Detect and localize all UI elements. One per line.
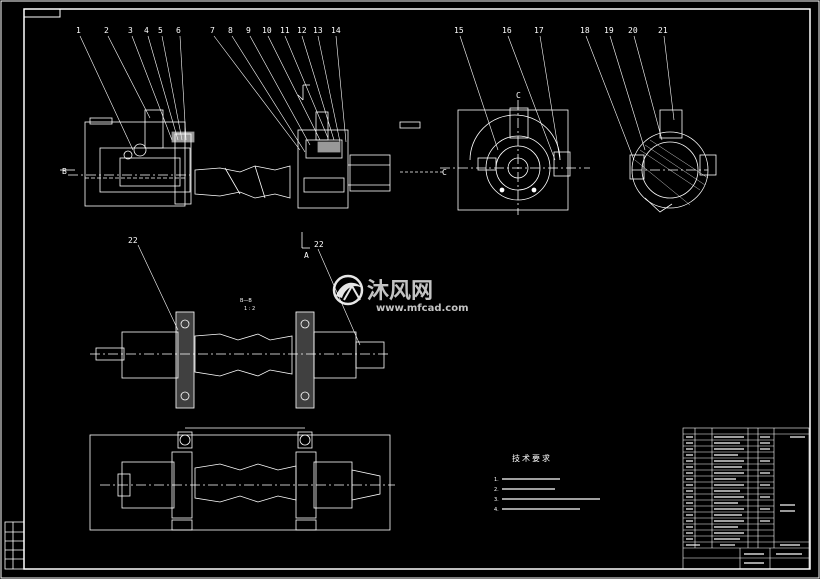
callout-19: 19 <box>604 26 614 35</box>
callout-22-right: 22 <box>314 240 324 249</box>
title-block-cell-marks <box>686 436 805 564</box>
callout-14: 14 <box>331 26 341 35</box>
callout-13: 13 <box>313 26 323 35</box>
section-view-bb <box>90 311 390 409</box>
section-view-round <box>629 109 717 213</box>
view-a-arrow <box>301 232 310 249</box>
callout-17: 17 <box>534 26 544 35</box>
watermark-logo-icon <box>332 274 364 306</box>
callout-leaders-lower <box>137 244 361 346</box>
callout-numbers: 1 2 3 4 5 6 7 8 9 10 11 12 13 14 15 16 1… <box>76 26 668 35</box>
notes-item-1: 1. <box>494 477 499 483</box>
callout-leaders-middle <box>459 35 561 161</box>
section-bb-scale: 1 : 2 <box>244 306 255 312</box>
code-box <box>23 8 61 18</box>
notes-item-4: 4. <box>494 507 499 513</box>
callout-22-left: 22 <box>128 236 138 245</box>
callout-2: 2 <box>104 26 109 35</box>
callout-1: 1 <box>76 26 81 35</box>
callout-15: 15 <box>454 26 464 35</box>
view-b-marker: B <box>62 167 67 176</box>
inner-frame <box>23 8 811 570</box>
side-view-c <box>440 100 590 215</box>
technical-notes: 技术要求 1. 2. 3. 4. <box>494 453 600 513</box>
watermark-brand: 沐风网 <box>367 279 433 304</box>
callout-5: 5 <box>158 26 163 35</box>
callout-7: 7 <box>210 26 215 35</box>
notes-item-2: 2. <box>494 487 499 493</box>
callout-9: 9 <box>246 26 251 35</box>
callout-6: 6 <box>176 26 181 35</box>
callout-18: 18 <box>580 26 590 35</box>
view-a-label: A <box>304 251 309 260</box>
callout-11: 11 <box>280 26 290 35</box>
callout-leaders-left <box>79 35 347 153</box>
callout-20: 20 <box>628 26 638 35</box>
top-left-assembly-view <box>60 109 445 209</box>
section-c-label: C <box>516 91 521 100</box>
callout-4: 4 <box>144 26 149 35</box>
section-bb-label: B—B <box>240 298 252 304</box>
left-binding-strip <box>4 521 25 570</box>
plan-view-bottom <box>89 427 395 531</box>
callout-16: 16 <box>502 26 512 35</box>
callout-leaders-right <box>585 35 675 161</box>
watermark-site: www.mfcad.com <box>376 303 469 314</box>
callout-3: 3 <box>128 26 133 35</box>
callout-10: 10 <box>262 26 272 35</box>
notes-item-3: 3. <box>494 497 499 503</box>
notes-title: 技术要求 <box>512 453 552 463</box>
callout-21: 21 <box>658 26 668 35</box>
title-block <box>682 427 810 570</box>
section-arrow-top <box>297 84 310 101</box>
callout-12: 12 <box>297 26 307 35</box>
watermark: 沐风网 www.mfcad.com <box>332 274 469 314</box>
section-c-marker-right: C <box>442 168 447 177</box>
callout-8: 8 <box>228 26 233 35</box>
